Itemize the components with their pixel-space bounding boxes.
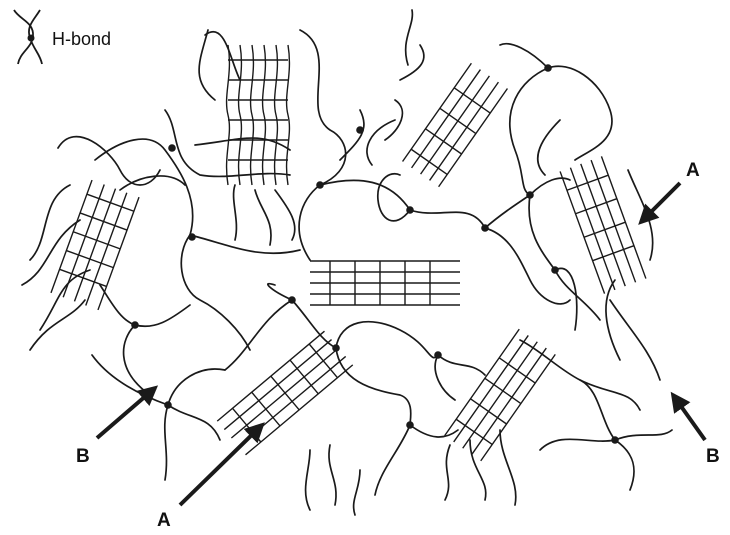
h-bond-dot [406, 206, 414, 214]
crystallite [51, 180, 139, 310]
crystallite [217, 331, 353, 455]
h-bond-dot [434, 351, 442, 359]
h-bond-dot [332, 344, 340, 352]
label-b-left: B [76, 446, 90, 467]
legend-label: H-bond [52, 29, 111, 49]
legend: H-bond [14, 10, 111, 64]
h-bond-dot [481, 224, 489, 232]
h-bond-dot [288, 296, 296, 304]
label-b-right: B [706, 446, 720, 467]
h-bond-dot [164, 401, 172, 409]
crystallite [445, 329, 556, 461]
crystallite [560, 156, 646, 293]
arrow-b-left [97, 388, 155, 438]
arrow-b-right [673, 395, 705, 440]
h-bond-dot [131, 321, 139, 329]
arrow-a-right [641, 183, 680, 222]
h-bond-dot [551, 266, 559, 274]
h-bond-dot [544, 64, 552, 72]
h-bond-dot [188, 233, 196, 241]
amorphous-chains [22, 10, 672, 515]
crystallite [403, 63, 508, 187]
h-bond-dot [526, 191, 534, 199]
crystallite [227, 45, 290, 185]
h-bond-icon [14, 10, 42, 64]
h-bond-dot [168, 144, 176, 152]
crystallite [310, 261, 460, 305]
h-bond-dot [316, 181, 324, 189]
h-bond-points [131, 64, 619, 444]
label-a-right: A [686, 160, 700, 181]
h-bond-dot [356, 126, 364, 134]
label-a-bottom: A [157, 510, 171, 531]
h-bond-dot [406, 421, 414, 429]
arrow-a-bottom [180, 425, 262, 505]
h-bond-dot [611, 436, 619, 444]
